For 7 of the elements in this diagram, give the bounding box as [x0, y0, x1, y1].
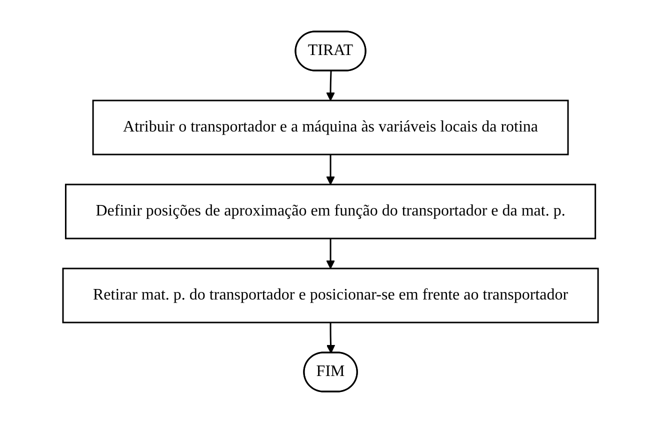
arrow: [326, 322, 336, 354]
arrow: [326, 70, 335, 101]
arrow: [326, 154, 335, 185]
node-box: Retirar mat. p. do transportador e posicionar-se em frente ao transportador: [62, 268, 599, 324]
node-box: Atribuir o transportador e a máquina às variáveis locais da rotina: [92, 100, 569, 156]
arrow: [326, 238, 335, 269]
node-box: Definir posições de aproximação em função do transportador e da mat. p.: [64, 184, 596, 240]
